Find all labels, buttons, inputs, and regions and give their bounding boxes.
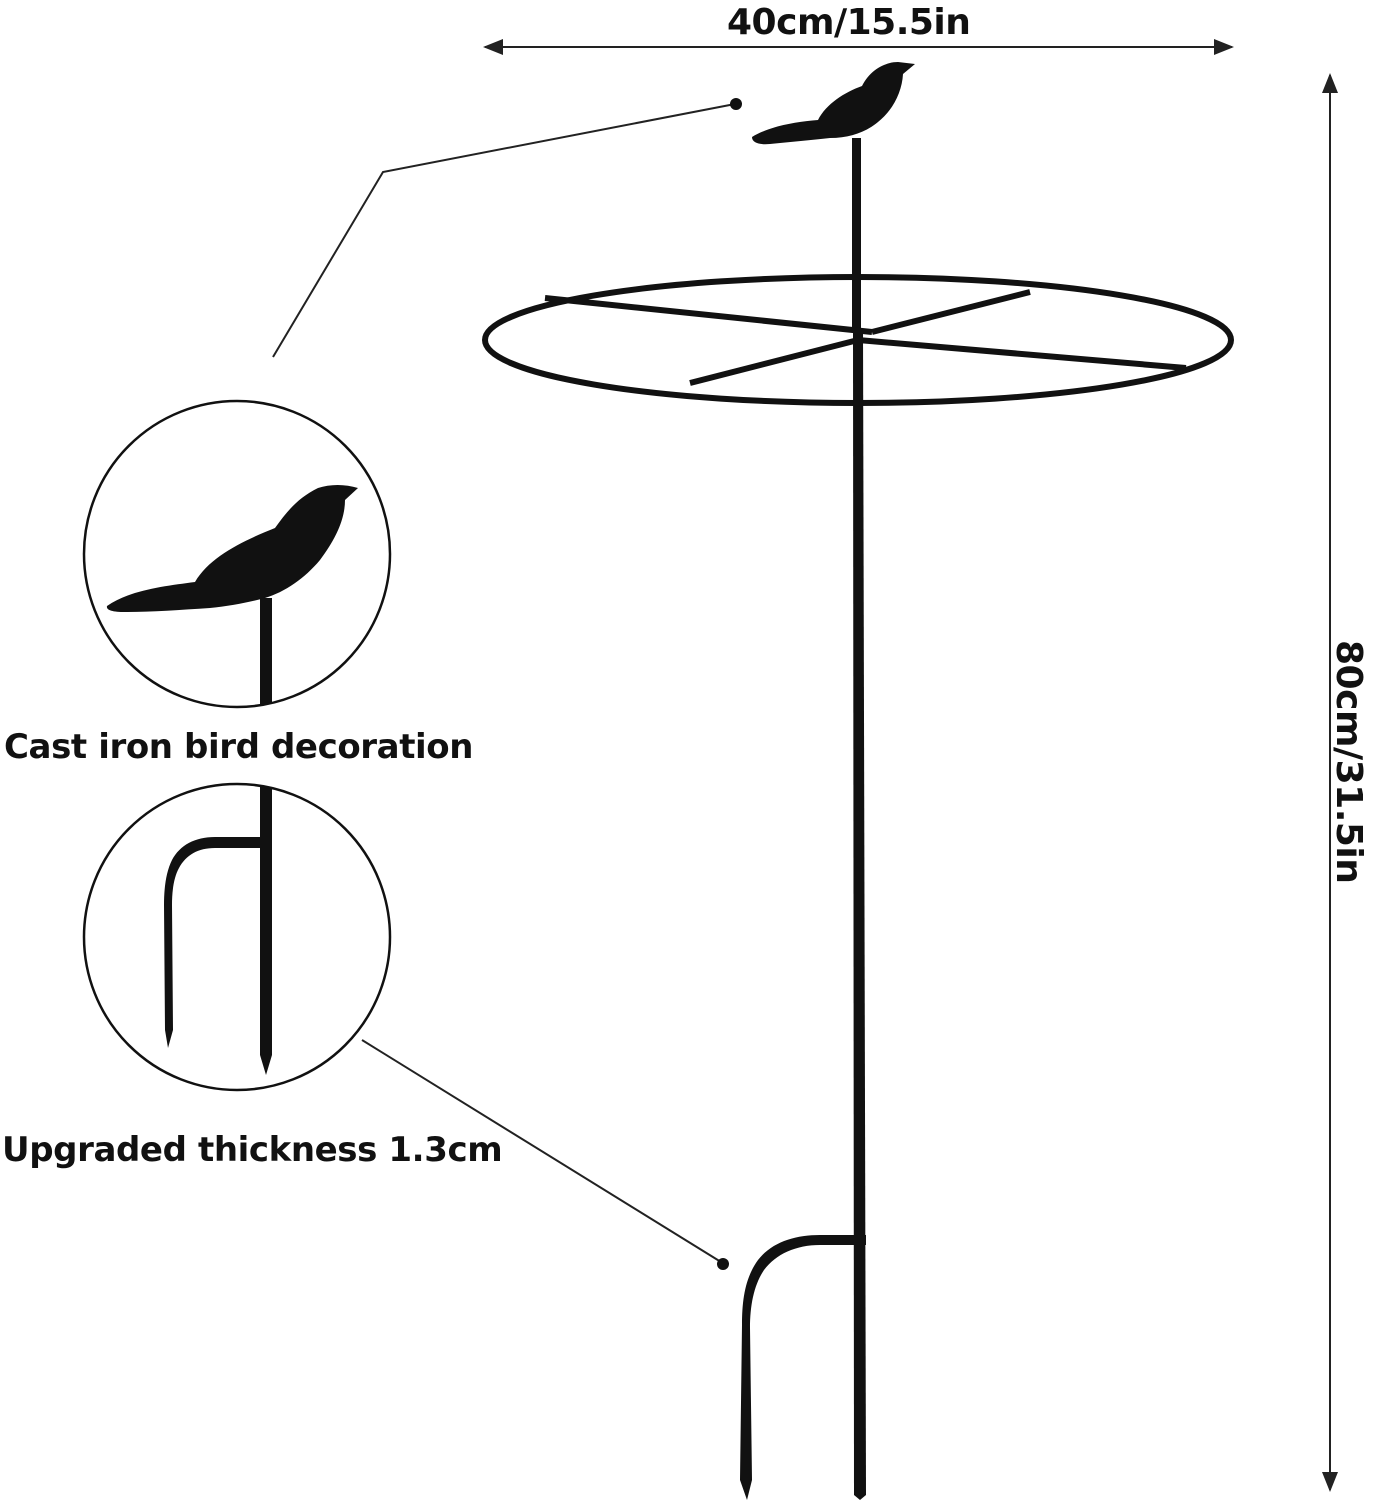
height-dimension-label: 80cm/31.5in	[1328, 640, 1369, 884]
thickness-caption: Upgraded thickness 1.3cm	[2, 1130, 503, 1170]
bird-finial	[752, 62, 915, 145]
width-dimension-label: 40cm/15.5in	[727, 2, 971, 43]
stake-leader-line	[361, 1039, 729, 1270]
bird-leader-line	[272, 98, 742, 358]
plant-support	[482, 62, 1234, 1500]
stake-detail-zoom	[82, 782, 392, 1092]
bird-decoration-caption: Cast iron bird decoration	[4, 727, 474, 767]
bird-detail-zoom	[82, 399, 392, 709]
